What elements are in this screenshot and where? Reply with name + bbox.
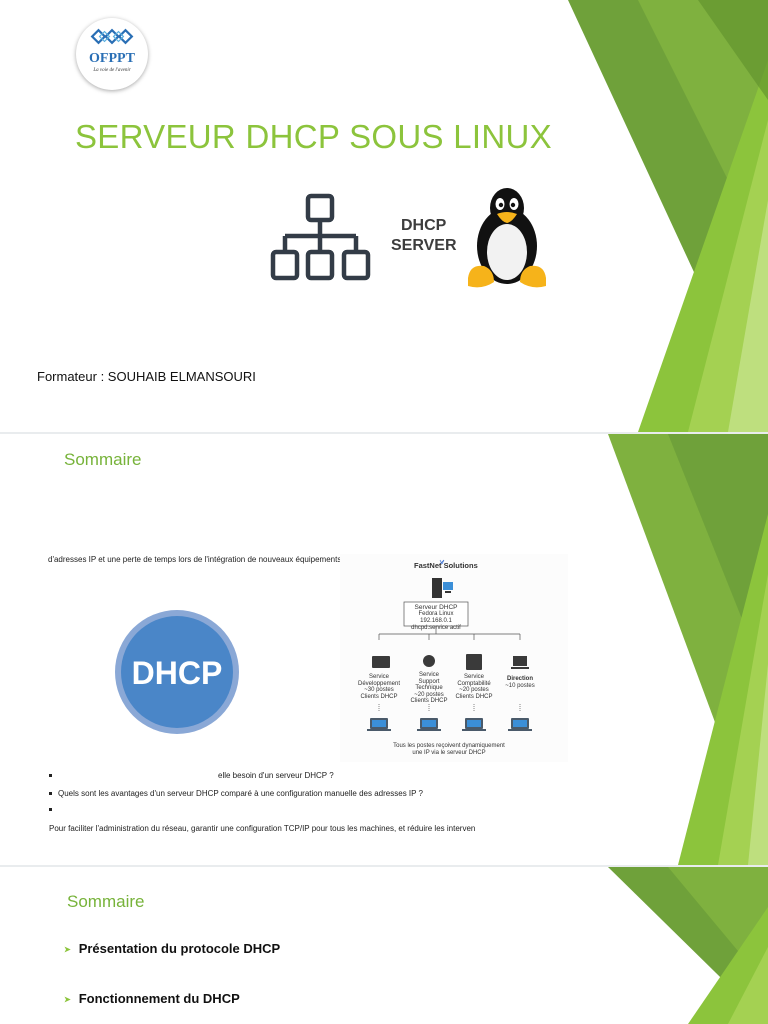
network-hierarchy-icon	[270, 193, 371, 281]
dhcp-logo-text: DHCP	[131, 655, 223, 691]
bullet-square-icon	[49, 774, 52, 778]
title-slide: OFPPT La voie de l'avenir SERVEUR DHCP S…	[0, 0, 768, 432]
diagram-footer: Tous les postes reçoivent dynamiquement …	[393, 743, 505, 756]
arrow-bullet-icon: ➤	[64, 995, 71, 1005]
dept-development: Service Développement ~30 postes Clients…	[357, 674, 401, 700]
server-tower-icon	[432, 578, 453, 598]
company-name: FastNet Solutions	[414, 561, 478, 570]
logo-tagline: La voie de l'avenir	[93, 68, 131, 73]
network-diagram: FastNet Solutions Serveur DHCP Fedora Li…	[340, 554, 568, 762]
summary-slide: Sommaire ➤Présentation du protocole DHCP…	[0, 867, 768, 1024]
summary-item: ➤Fonctionnement du DHCP	[64, 991, 240, 1006]
green-triangles-decoration	[608, 867, 768, 1024]
slide-title: Sommaire	[67, 892, 145, 911]
ofppt-logo: OFPPT La voie de l'avenir	[76, 18, 148, 90]
logo-emblem-icon	[90, 28, 134, 45]
dhcp-label-line1: DHCP	[401, 217, 447, 234]
bullet-square-icon	[49, 808, 52, 812]
formateur-name: Formateur : SOUHAIB ELMANSOURI	[37, 369, 256, 384]
bullet-item: Quels sont les avantages d'un serveur DH…	[49, 789, 423, 798]
dept-comptabilite: Service Comptabilité ~20 postes Clients …	[455, 674, 493, 700]
conclusion-text: Pour faciliter l'administration du résea…	[49, 824, 476, 833]
tux-penguin-icon	[468, 188, 546, 288]
summary-slide-detail: Sommaire d'adresses IP et une perte de t…	[0, 434, 768, 865]
bullet-item: elle besoin d'un serveur DHCP ?	[49, 771, 334, 780]
summary-item: ➤Présentation du protocole DHCP	[64, 941, 281, 956]
slide-title: Sommaire	[64, 450, 142, 469]
logo-text: OFPPT	[89, 51, 135, 66]
green-triangles-decoration	[568, 0, 768, 432]
dhcp-label-line2: SERVER	[391, 237, 457, 254]
dhcp-logo: DHCP	[115, 610, 239, 734]
dept-support: Service Support Technique ~20 postes Cli…	[410, 672, 448, 704]
arrow-bullet-icon: ➤	[64, 945, 71, 955]
diagram-lines	[367, 559, 532, 731]
intro-text: d'adresses IP et une perte de temps lors…	[48, 555, 344, 564]
bullet-item	[49, 805, 58, 814]
slide-title: SERVEUR DHCP SOUS LINUX	[75, 118, 552, 155]
dhcp-server-box: Serveur DHCP Fedora Linux 192.168.0.1 dh…	[411, 604, 461, 631]
dept-direction: Direction ~10 postes	[505, 676, 535, 689]
bullet-square-icon	[49, 792, 52, 796]
green-triangles-decoration	[608, 434, 768, 865]
dhcp-server-label: DHCP SERVER	[391, 216, 457, 256]
